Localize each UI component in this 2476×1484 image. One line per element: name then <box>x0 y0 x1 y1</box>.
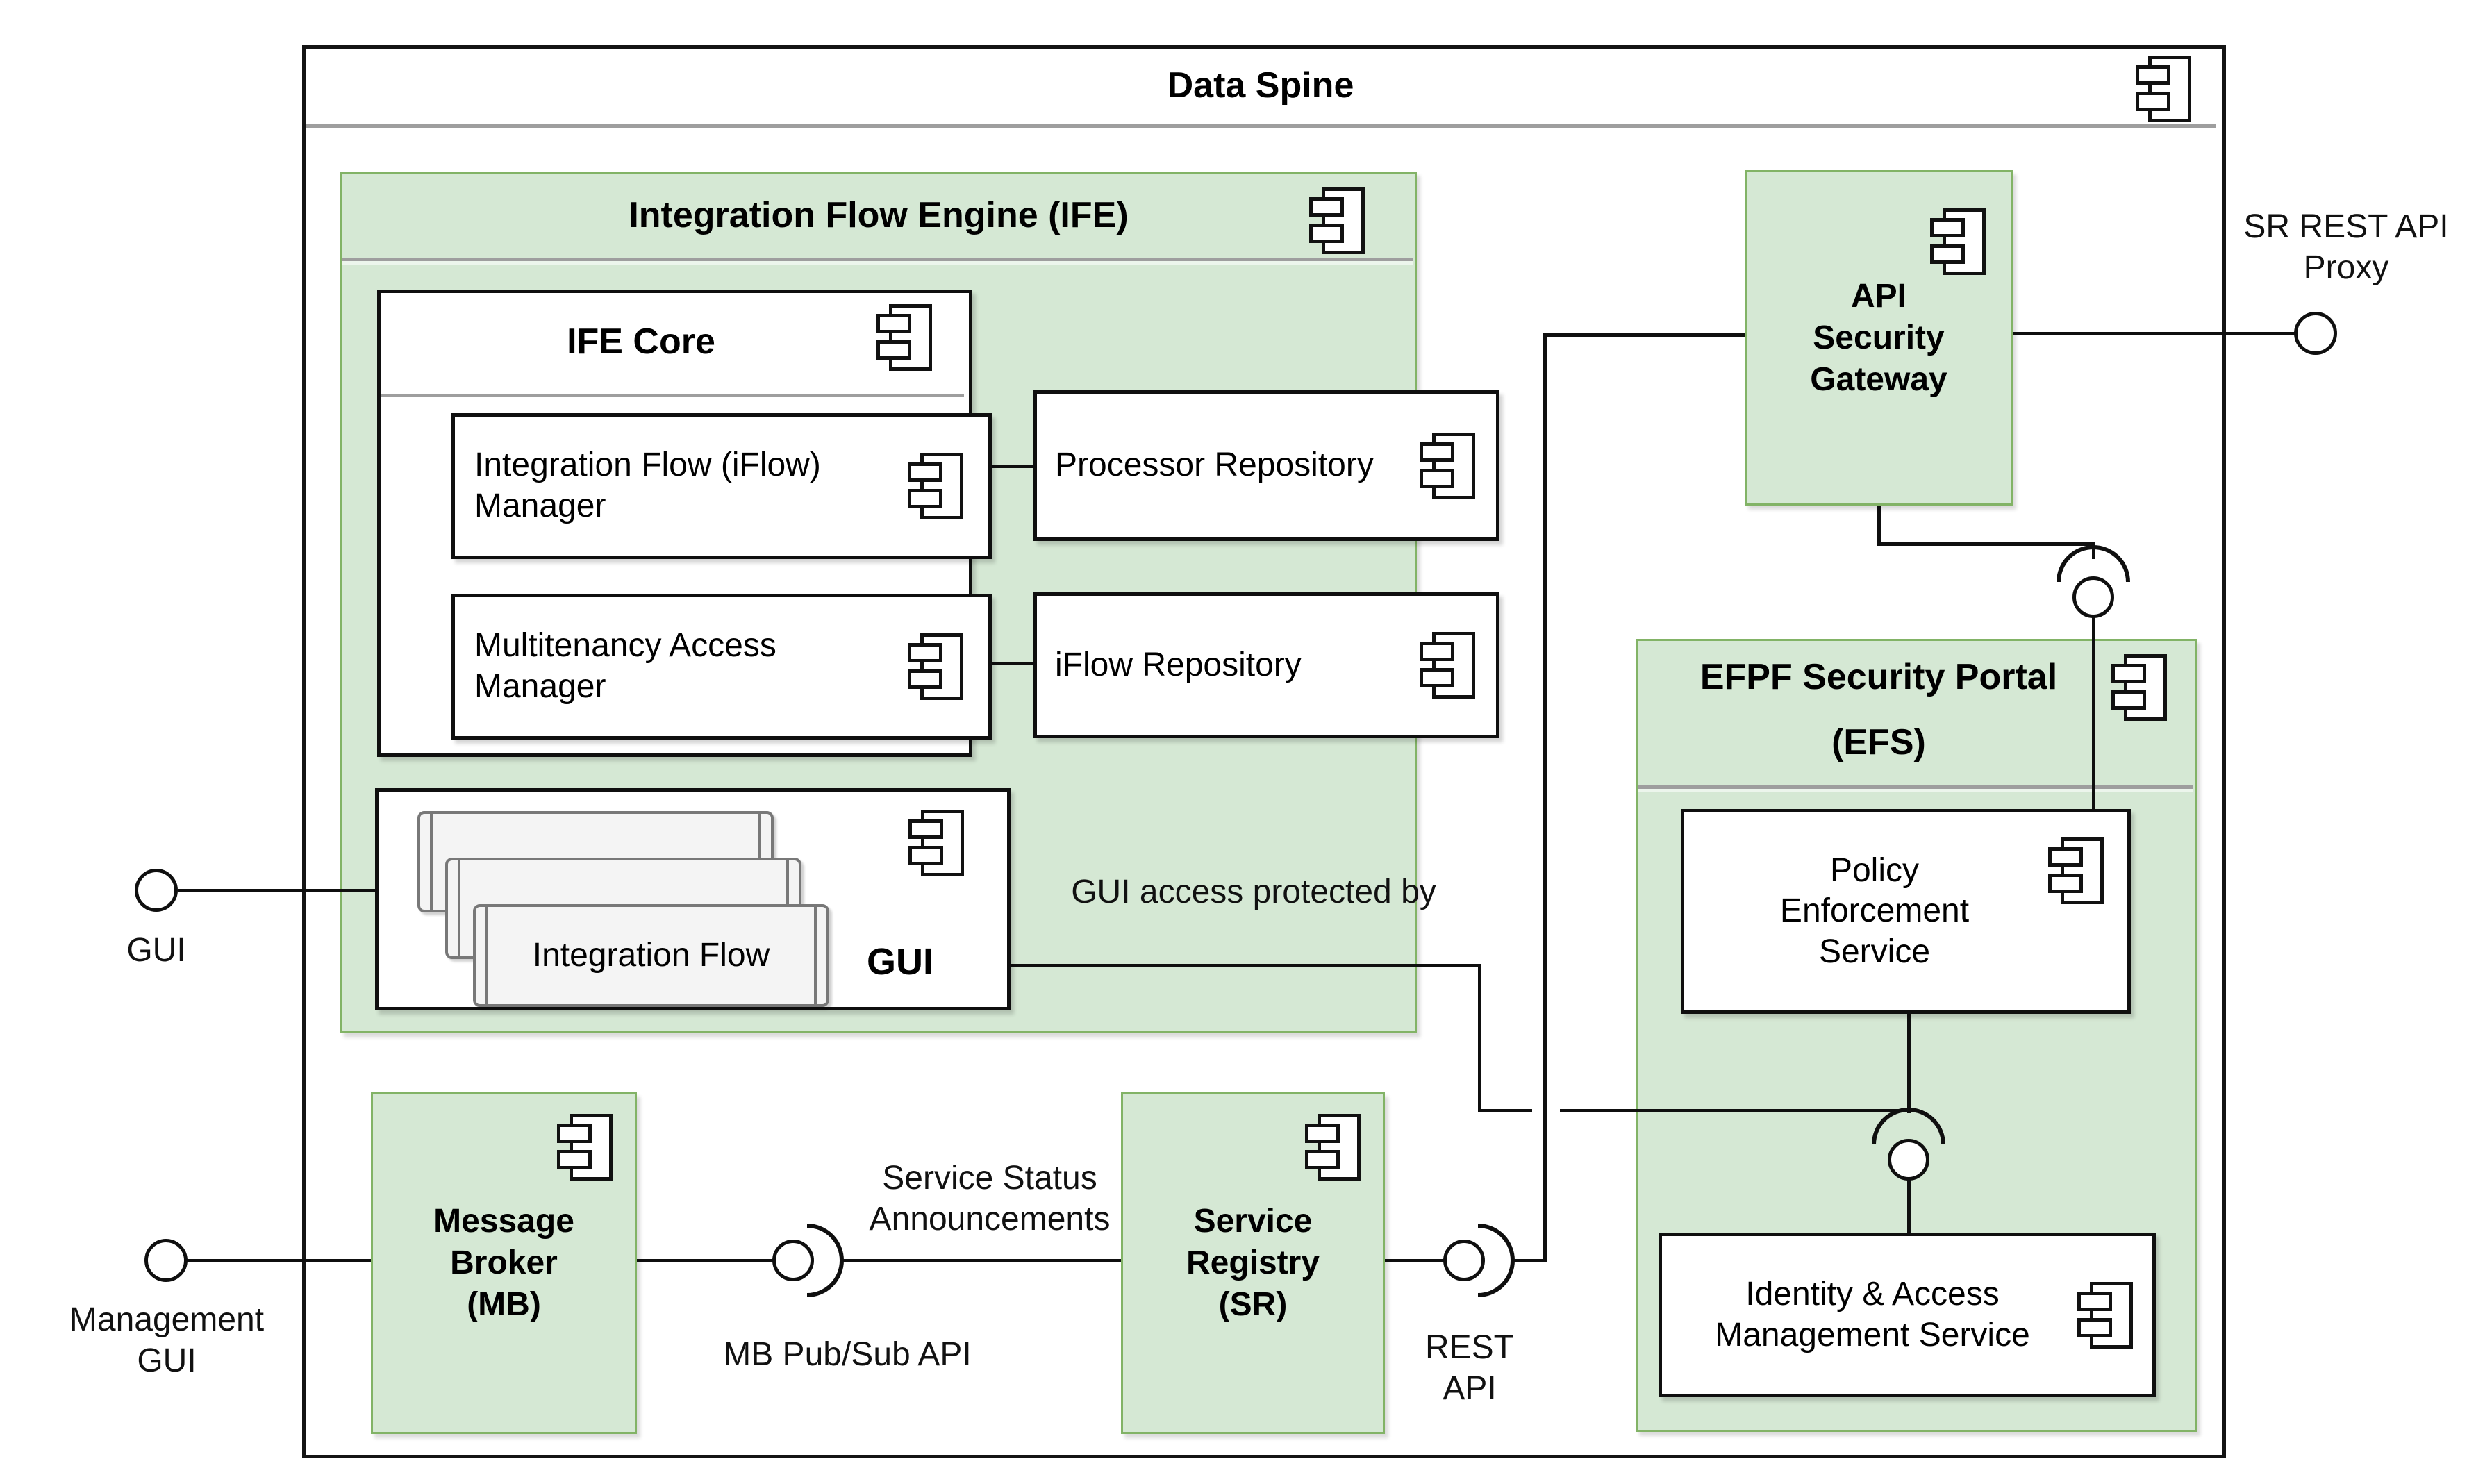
multitenancy-label: Multitenancy Access Manager <box>474 627 776 705</box>
connector-restapi-corner <box>1511 1259 1547 1262</box>
uml-component-icon <box>2111 654 2167 721</box>
message-broker-box: Message Broker (MB) <box>371 1092 637 1434</box>
ife-title: Integration Flow Engine (IFE) <box>629 195 1129 235</box>
uml-component-icon <box>908 453 963 519</box>
efs-title: EFPF Security Portal <box>1700 657 2058 697</box>
multitenancy-box: Multitenancy Access Manager <box>451 594 992 740</box>
uml-component-icon <box>1305 1114 1361 1181</box>
component-icon-tab <box>2136 92 2170 111</box>
identity-access-management-box: Identity & Access Management Service <box>1659 1233 2156 1397</box>
uml-component-icon <box>908 633 963 700</box>
pes-iam-ball-icon <box>1888 1139 1929 1181</box>
connector-mgmtgui-to-mb <box>186 1259 371 1262</box>
integration-flow-stack-front: Integration Flow <box>473 904 829 1007</box>
uml-component-icon <box>1930 208 1986 275</box>
policy-enforcement-service-box: Policy Enforcement Service <box>1681 809 2131 1014</box>
gateway-pes-ball-icon <box>2072 576 2114 618</box>
api-security-gateway-label: API Security Gateway <box>1810 277 1947 398</box>
uml-component-icon <box>908 810 964 876</box>
management-gui-interface-label: Management GUI <box>69 1301 265 1379</box>
iflow-repository-box: iFlow Repository <box>1033 592 1499 738</box>
gateway-pes-socket-icon <box>2057 545 2130 583</box>
connector-pes-down <box>1907 1012 1911 1113</box>
data-spine-title: Data Spine <box>1167 65 1354 106</box>
connector-gateway-down-3 <box>2092 542 2095 559</box>
uml-component-icon <box>1309 187 1365 254</box>
mb-pubsub-api-label: MB Pub/Sub API <box>723 1336 972 1373</box>
ife-core-header-divider <box>381 394 964 397</box>
connector-gui-to-ife <box>178 889 376 892</box>
uml-component-icon <box>2048 837 2104 904</box>
message-broker-label: Message Broker (MB) <box>433 1203 574 1323</box>
uml-component-icon <box>2077 1281 2133 1349</box>
api-security-gateway-box: API Security Gateway <box>1745 170 2013 506</box>
mb-pubsub-socket-icon <box>806 1224 844 1297</box>
service-registry-label: Service Registry (SR) <box>1186 1203 1320 1323</box>
connector-core-to-processor-repo <box>967 465 1033 468</box>
processor-repository-label: Processor Repository <box>1055 447 1374 484</box>
connector-sr-to-restapi <box>1382 1259 1446 1262</box>
rest-api-label: REST API <box>1424 1329 1514 1407</box>
gui-component-label: GUI <box>866 941 933 983</box>
integration-flow-label: Integration Flow <box>532 936 770 974</box>
iflow-manager-label: Integration Flow (iFlow) Manager <box>474 447 821 524</box>
data-spine-container <box>302 45 2226 1458</box>
service-registry-box: Service Registry (SR) <box>1121 1092 1385 1434</box>
connector-pubsub-to-sr <box>840 1259 1121 1262</box>
mb-pubsub-ball-icon <box>772 1240 814 1281</box>
connector-guiaccess-4 <box>1560 1109 1910 1112</box>
connector-guiaccess-3 <box>1478 1109 1532 1112</box>
connector-gateway-to-pes <box>2092 615 2095 812</box>
connector-restapi-to-gateway-horizontal <box>1543 333 1747 337</box>
iflow-manager-box: Integration Flow (iFlow) Manager <box>451 413 992 559</box>
pes-iam-socket-icon <box>1872 1108 1945 1145</box>
identity-access-management-label: Identity & Access Management Service <box>1715 1275 2030 1353</box>
uml-component-icon <box>2136 56 2191 122</box>
uml-component-icon <box>876 304 932 371</box>
sr-restapi-ball-icon <box>1443 1240 1485 1281</box>
gui-access-annotation: GUI access protected by <box>1071 874 1436 910</box>
sr-rest-api-proxy-label: SR REST API Proxy <box>2243 208 2449 286</box>
management-gui-lollipop-icon <box>144 1239 188 1282</box>
connector-ball-to-iam <box>1907 1175 1911 1236</box>
policy-enforcement-service-label: Policy Enforcement Service <box>1779 851 1970 970</box>
connector-mb-to-pubsub <box>634 1259 776 1262</box>
iflow-repository-label: iFlow Repository <box>1055 646 1302 683</box>
data-spine-header-divider <box>306 124 2216 128</box>
uml-component-icon <box>1420 632 1475 699</box>
uml-component-icon <box>557 1114 613 1181</box>
gui-lollipop-icon <box>135 869 178 912</box>
uml-component-icon <box>1420 432 1475 499</box>
ife-core-title: IFE Core <box>567 322 715 362</box>
connector-core-to-iflow-repo <box>967 662 1033 665</box>
connector-guiaccess-2 <box>1478 964 1481 1112</box>
service-status-annotation: Service Status Announcements <box>869 1160 1111 1237</box>
connector-restapi-to-gateway-vertical <box>1543 335 1547 1262</box>
sr-restapi-socket-icon <box>1477 1224 1515 1297</box>
sr-rest-api-proxy-lollipop-icon <box>2294 312 2337 355</box>
connector-guiaccess-1 <box>1008 964 1481 967</box>
connector-gateway-down-2 <box>1877 542 2095 546</box>
gui-interface-label: GUI <box>126 932 186 969</box>
gui-component-box: Integration Flow GUI <box>375 788 1011 1010</box>
efs-header-divider <box>1638 785 2193 789</box>
processor-repository-box: Processor Repository <box>1033 390 1499 541</box>
component-icon-tab <box>2136 65 2170 85</box>
connector-gateway-to-proxy <box>2011 332 2298 335</box>
efs-subtitle: (EFS) <box>1831 722 1926 762</box>
ife-header-divider <box>342 258 1413 261</box>
connector-gateway-down-1 <box>1877 506 1881 546</box>
